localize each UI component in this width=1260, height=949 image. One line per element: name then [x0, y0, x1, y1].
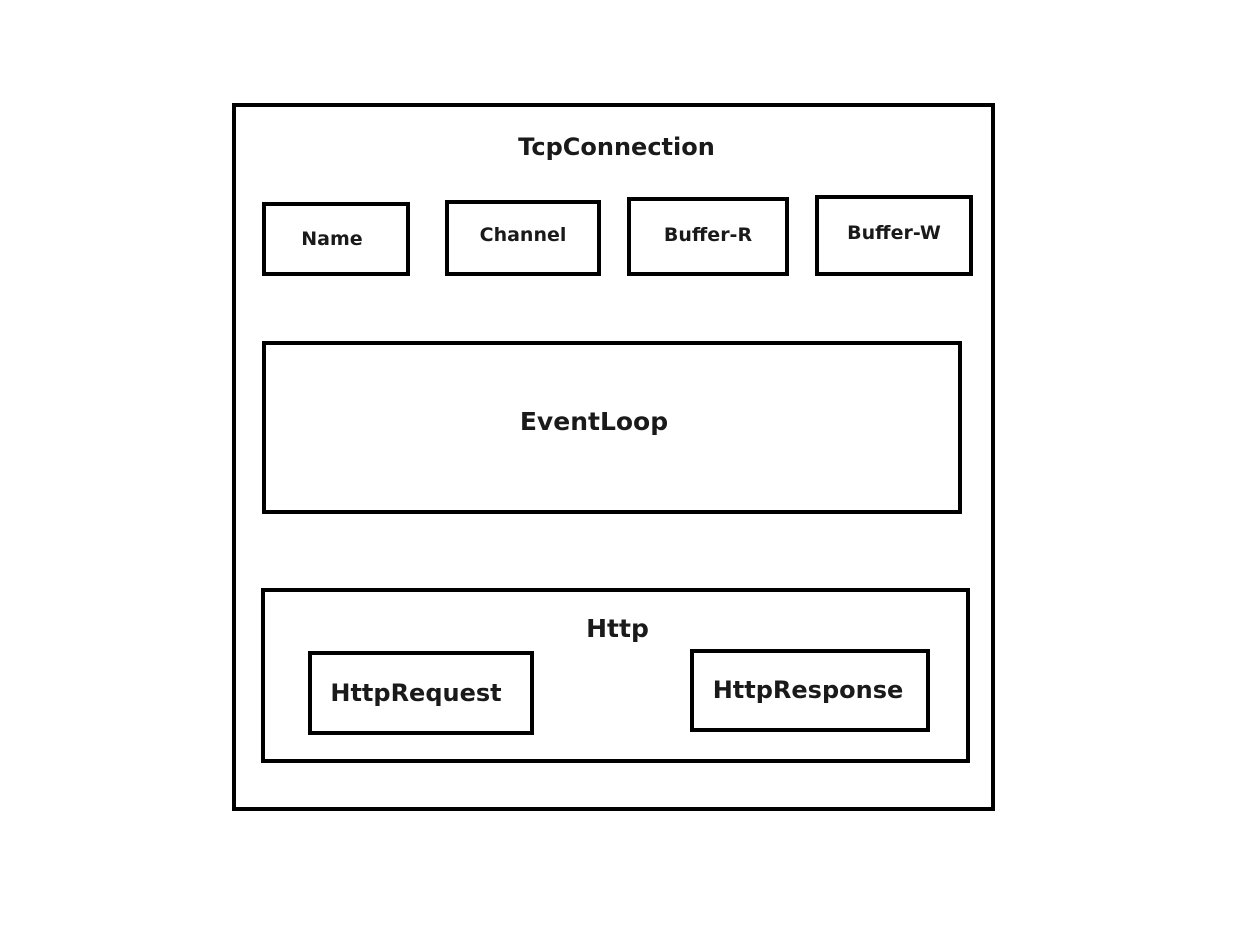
name-label: Name	[301, 228, 363, 250]
event-loop-box: EventLoop	[262, 341, 962, 514]
name-box: Name	[262, 202, 410, 276]
channel-box: Channel	[445, 200, 601, 276]
http-request-label: HttpRequest	[330, 679, 502, 707]
buffer-w-box: Buffer-W	[815, 195, 973, 276]
event-loop-label: EventLoop	[519, 407, 669, 436]
http-request-box: HttpRequest	[308, 651, 534, 735]
channel-label: Channel	[479, 224, 567, 246]
buffer-r-label: Buffer-R	[663, 223, 753, 246]
buffer-r-box: Buffer-R	[627, 197, 789, 276]
buffer-w-label: Buffer-W	[847, 221, 941, 244]
http-response-label: HttpResponse	[712, 675, 904, 704]
tcp-connection-title: TcpConnection	[518, 133, 715, 161]
http-title: Http	[586, 614, 649, 643]
http-response-box: HttpResponse	[690, 649, 930, 732]
